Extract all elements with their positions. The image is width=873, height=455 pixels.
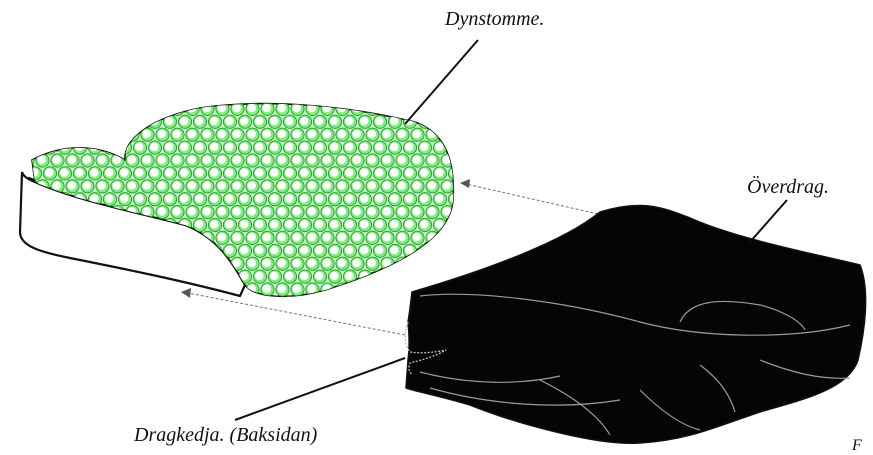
label-overdrag: Överdrag. [747, 176, 829, 199]
label-corner-fragment: F [852, 437, 862, 455]
label-dragkedja: Dragkedja. (Baksidan) [134, 424, 317, 447]
leader-foam [405, 40, 478, 124]
cover-body [406, 205, 866, 443]
leader-cover [750, 200, 787, 242]
arrow-zip-to-base [188, 293, 405, 335]
arrow-cover-to-top [466, 184, 598, 214]
label-dynstomme: Dynstomme. [445, 8, 544, 31]
arrow-head-base [181, 288, 191, 298]
arrow-head-top [460, 179, 470, 188]
leader-zip [235, 358, 405, 420]
